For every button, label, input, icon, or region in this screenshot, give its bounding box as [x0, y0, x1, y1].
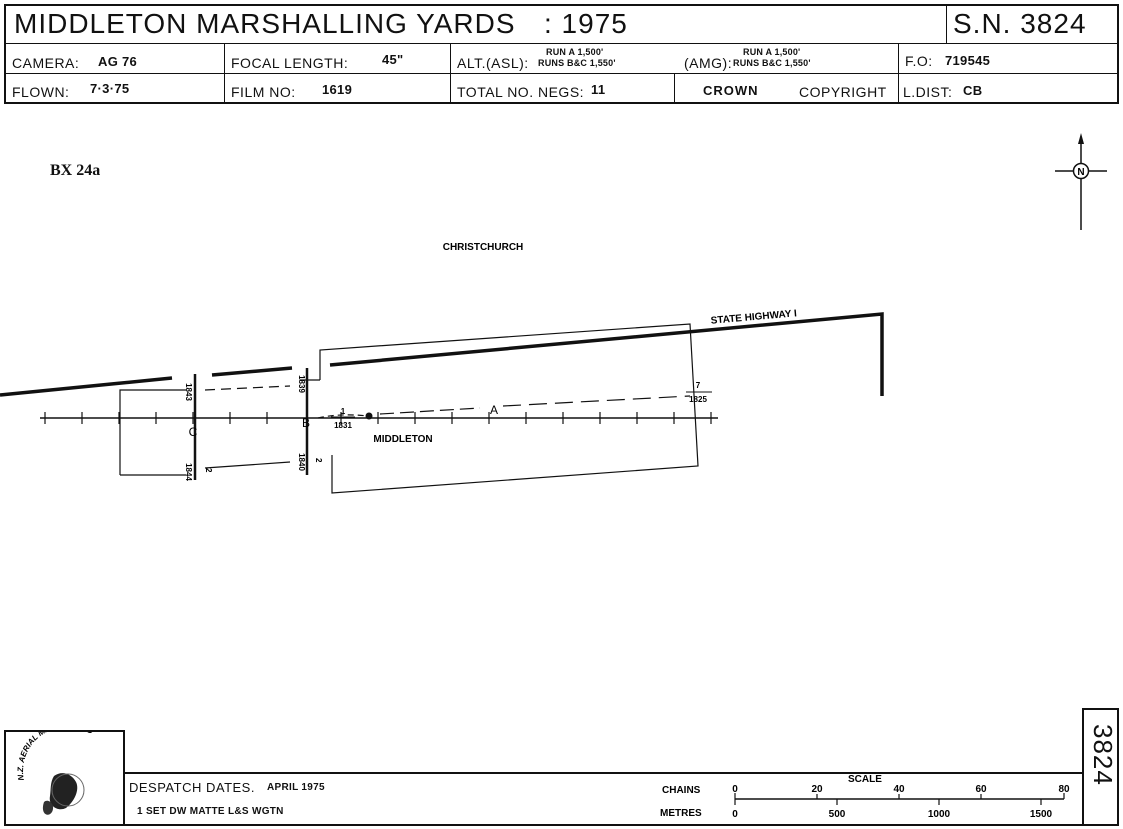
- map-reference: BX 24a: [50, 162, 101, 179]
- frame-1844-label: 1844: [184, 463, 193, 481]
- despatch-label: DESPATCH DATES.: [129, 780, 255, 795]
- frame-1839-label: 1839: [297, 375, 306, 393]
- metres-tick-500: 500: [829, 809, 846, 820]
- logo-map-shape: [49, 773, 78, 810]
- logo-text: N.Z. AERIAL MAPPING LTD: [16, 732, 95, 781]
- chains-label: CHAINS: [662, 785, 701, 796]
- film-label: FILM NO:: [231, 84, 296, 100]
- negs-value: 11: [591, 82, 606, 97]
- run-c-label: C: [189, 425, 198, 439]
- altitude-cell: ALT.(ASL): RUN A 1,500' RUNS B&C 1,550' …: [451, 44, 899, 73]
- run-c-to-b-lower: [204, 461, 291, 469]
- film-cell: FILM NO: 1619: [225, 74, 451, 102]
- map-year: : 1975: [544, 8, 628, 39]
- highway-line-segment-3: [329, 312, 884, 396]
- scale-bar: SCALE CHAINS METRES 0 20 40 60 80 0 500 …: [660, 774, 1070, 820]
- camera-label: CAMERA:: [12, 55, 80, 71]
- fo-cell: F.O: 719545: [899, 44, 1117, 73]
- metres-label: METRES: [660, 808, 702, 819]
- metres-tick-0: 0: [732, 809, 738, 820]
- negs-cell: TOTAL NO. NEGS: 11: [451, 74, 675, 102]
- logo-box: N.Z. AERIAL MAPPING LTD: [4, 720, 125, 826]
- run-a-line-2: [502, 395, 691, 407]
- ldist-value: CB: [963, 83, 983, 98]
- frame-1844-number: 2: [204, 468, 213, 473]
- railway-ticks: [44, 412, 712, 424]
- run-a-start: [317, 414, 369, 419]
- flown-cell: FLOWN: 7·3·75: [6, 74, 225, 102]
- header-table: MIDDLETON MARSHALLING YARDS : 1975 S.N. …: [4, 4, 1119, 104]
- fo-value: 719545: [945, 53, 991, 68]
- frame-1831-number: 1: [341, 407, 346, 416]
- frame-1843-label: 1843: [184, 383, 193, 401]
- north-circle: [1072, 162, 1090, 180]
- flown-label: FLOWN:: [12, 84, 70, 100]
- crown-cell: CROWN COPYRIGHT: [675, 74, 899, 102]
- chains-tick-40: 40: [893, 784, 905, 795]
- ldist-label: L.DIST:: [903, 84, 953, 100]
- frame-1840-number: 2: [314, 458, 323, 463]
- side-number-box: 3824: [1082, 708, 1119, 826]
- run-b-label: B: [302, 416, 310, 430]
- alt-label: ALT.(ASL):: [457, 55, 529, 71]
- alt-value-2: RUNS B&C 1,550': [538, 58, 616, 68]
- focal-label: FOCAL LENGTH:: [231, 55, 349, 71]
- highway-line-segment-2: [211, 366, 293, 377]
- sn-number: S.N. 3824: [953, 8, 1087, 39]
- north-arrow-head: [1078, 133, 1084, 144]
- place-christchurch: CHRISTCHURCH: [443, 242, 524, 253]
- flown-value: 7·3·75: [90, 81, 130, 96]
- flight-plan-map: CHRISTCHURCH MIDDLETON STATE HIGHWAY I C…: [0, 242, 884, 494]
- title-row: MIDDLETON MARSHALLING YARDS : 1975 S.N. …: [6, 6, 1117, 44]
- map-title: MIDDLETON MARSHALLING YARDS: [14, 8, 516, 39]
- metres-tick-1500: 1500: [1030, 809, 1053, 820]
- chains-tick-60: 60: [975, 784, 987, 795]
- run-a-label: A: [490, 403, 498, 417]
- ldist-cell: L.DIST: CB: [899, 74, 1117, 102]
- chains-tick-0: 0: [732, 784, 738, 795]
- side-number: 3824: [1088, 724, 1118, 786]
- amg-label: (AMG):: [684, 55, 733, 71]
- scale-title: SCALE: [848, 774, 882, 785]
- film-value: 1619: [322, 82, 353, 97]
- amg-value-1: RUN A 1,500': [743, 47, 801, 57]
- north-arrow: N: [1055, 133, 1107, 230]
- focal-cell: FOCAL LENGTH: 45": [225, 44, 451, 73]
- chains-tick-20: 20: [811, 784, 823, 795]
- negs-label: TOTAL NO. NEGS:: [457, 84, 585, 100]
- coverage-outline-c: [119, 389, 186, 466]
- alt-value-1: RUN A 1,500': [546, 47, 604, 57]
- focal-value: 45": [382, 52, 404, 67]
- coverage-outline-a: [319, 323, 699, 494]
- frame-1840-label: 1840: [297, 453, 306, 471]
- copyright-label: COPYRIGHT: [799, 84, 887, 100]
- despatch-panel: DESPATCH DATES. APRIL 1975 1 SET DW MATT…: [125, 772, 1082, 826]
- info-row-2: FLOWN: 7·3·75 FILM NO: 1619 TOTAL NO. NE…: [6, 74, 1117, 102]
- frame-1831-label: 1831: [334, 421, 352, 430]
- north-symbol: N: [1077, 167, 1084, 178]
- run-c-to-b-upper: [204, 385, 291, 391]
- frame-1825-number: 7: [696, 381, 701, 390]
- run-a-start-point: [365, 412, 373, 420]
- info-row-1: CAMERA: AG 76 FOCAL LENGTH: 45" ALT.(ASL…: [6, 44, 1117, 74]
- set-line: 1 SET DW MATTE L&S WGTN: [137, 806, 284, 817]
- amg-value-2: RUNS B&C 1,550': [733, 58, 811, 68]
- crown-label: CROWN: [703, 83, 759, 98]
- chains-tick-80: 80: [1058, 784, 1070, 795]
- highway-line-segment-1: [0, 376, 173, 397]
- camera-cell: CAMERA: AG 76: [6, 44, 225, 73]
- sn-cell: S.N. 3824: [946, 6, 1117, 43]
- nz-aerial-mapping-logo: N.Z. AERIAL MAPPING LTD: [16, 720, 95, 815]
- place-middleton: MIDDLETON: [373, 434, 432, 445]
- camera-value: AG 76: [98, 54, 138, 69]
- fo-label: F.O:: [905, 53, 933, 69]
- metres-tick-1000: 1000: [928, 809, 951, 820]
- despatch-value: APRIL 1975: [267, 782, 325, 793]
- frame-1825-label: 1825: [689, 395, 707, 404]
- run-a-line-1: [379, 407, 481, 415]
